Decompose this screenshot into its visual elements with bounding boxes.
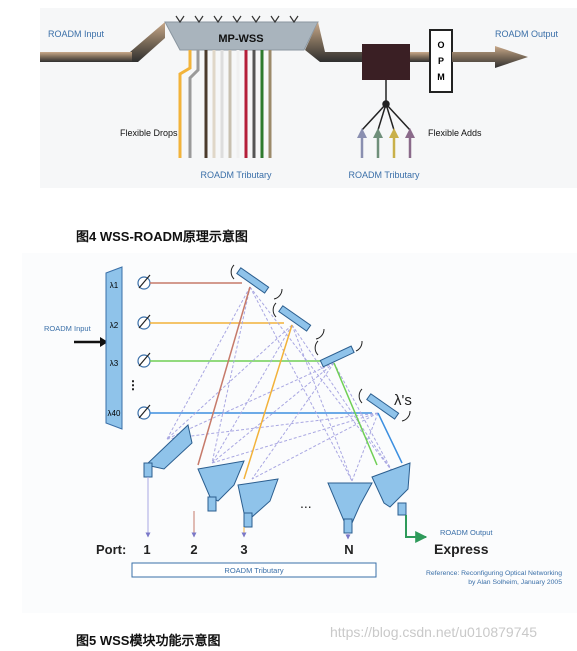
roadm-input-label: ROADM Input bbox=[48, 29, 105, 39]
reference-line-1: Reference: Reconfiguring Optical Network… bbox=[426, 570, 562, 577]
add-coupler-block bbox=[362, 44, 410, 80]
wss-module-figure: ROADM Input λ1 λ2 λ3 ⋮ λ40 λ's bbox=[22, 253, 577, 613]
add-arrows bbox=[357, 128, 415, 158]
dashed-paths bbox=[166, 286, 393, 482]
watermark: https://blog.csdn.net/u010879745 bbox=[330, 624, 538, 640]
lambdas-label: λ's bbox=[394, 392, 412, 409]
wss-module-diagram: ROADM Input λ1 λ2 λ3 ⋮ λ40 λ's bbox=[44, 264, 562, 586]
mp-wss-block bbox=[164, 21, 319, 51]
path-lambda-40 bbox=[377, 412, 403, 464]
lambda-dots: ⋮ bbox=[127, 378, 139, 392]
roadm-tributary-right: ROADM Tributary bbox=[348, 170, 420, 180]
flexible-drops-label: Flexible Drops bbox=[120, 128, 178, 138]
mems-mirrors bbox=[236, 267, 400, 420]
port-n: N bbox=[344, 542, 353, 557]
tributary-label: ROADM Tributary bbox=[224, 566, 283, 575]
tributary-box bbox=[131, 562, 377, 578]
lambda-3-label: λ3 bbox=[110, 359, 119, 368]
express-output-line bbox=[405, 515, 428, 543]
lambda-1-label: λ1 bbox=[110, 281, 119, 290]
opm-letter-o: O bbox=[437, 40, 444, 50]
attenuators bbox=[137, 274, 151, 420]
path-lambda-2 bbox=[243, 324, 293, 480]
express-label: Express bbox=[434, 541, 489, 557]
combiner-stems bbox=[143, 462, 407, 534]
fig5-roadm-input-label: ROADM Input bbox=[44, 324, 92, 333]
express-fiber bbox=[305, 22, 362, 62]
opm-letter-m: M bbox=[437, 72, 445, 82]
wss-roadm-diagram: O P M ROADM Input ROADM Output MP-WSS Fl… bbox=[40, 15, 559, 180]
roadm-output-label: ROADM Output bbox=[495, 29, 559, 39]
lambda-2-label: λ2 bbox=[110, 321, 119, 330]
wss-port-markers bbox=[175, 15, 299, 24]
reference-line-2: by Alan Solheim, January 2005 bbox=[468, 579, 562, 586]
port-combiners bbox=[144, 424, 411, 524]
mirror-rotation-arrows bbox=[230, 264, 411, 422]
port-1: 1 bbox=[143, 542, 150, 557]
port-output-lines bbox=[145, 477, 351, 540]
figure5-caption: 图5 WSS模块功能示意图 bbox=[76, 633, 221, 648]
port-2: 2 bbox=[190, 542, 197, 557]
roadm-tributary-left: ROADM Tributary bbox=[200, 170, 272, 180]
port-label: Port: bbox=[96, 542, 126, 557]
drop-fibers bbox=[178, 50, 272, 158]
opm-letter-p: P bbox=[438, 56, 444, 66]
ports-ellipsis: ... bbox=[300, 495, 312, 511]
output-arrow bbox=[452, 46, 528, 68]
mp-wss-label: MP-WSS bbox=[218, 33, 263, 45]
path-lambda-1 bbox=[197, 286, 251, 466]
port-3: 3 bbox=[240, 542, 247, 557]
fig5-roadm-output-label: ROADM Output bbox=[440, 528, 493, 537]
path-lambda-3 bbox=[333, 362, 378, 466]
demux-element bbox=[105, 266, 123, 430]
flexible-adds-label: Flexible Adds bbox=[428, 128, 482, 138]
lambda-40-label: λ40 bbox=[108, 409, 121, 418]
wss-roadm-figure: O P M ROADM Input ROADM Output MP-WSS Fl… bbox=[40, 8, 577, 188]
add-tree bbox=[361, 80, 411, 131]
figure4-caption: 图4 WSS-ROADM原理示意图 bbox=[76, 229, 248, 244]
